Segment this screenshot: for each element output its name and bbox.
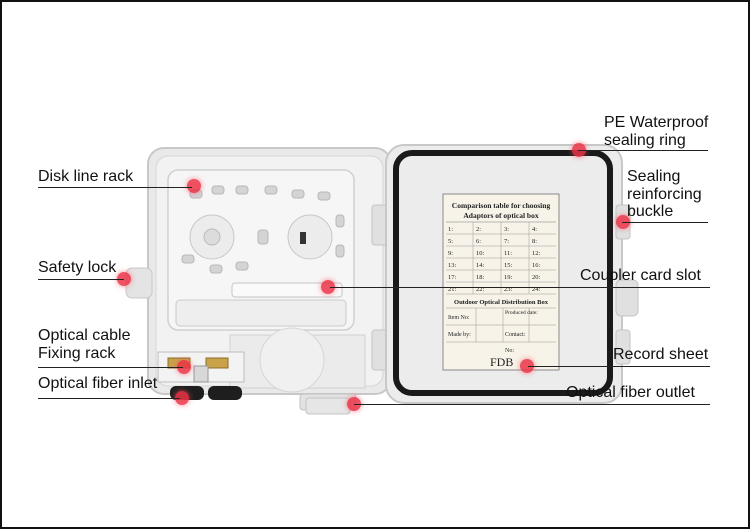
leader-pe-waterproof <box>578 150 708 151</box>
leader-sealing-buckle <box>622 222 708 223</box>
label-pe-waterproof-1: PE Waterproof <box>604 114 709 131</box>
sheet-grid-cell: 23: <box>504 286 513 293</box>
sheet-grid-cell: 15: <box>504 262 513 269</box>
sheet-grid-cell: 4: <box>532 226 537 233</box>
sheet-grid-cell: 13: <box>448 262 457 269</box>
sheet-grid-cell: 18: <box>476 274 485 281</box>
label-sealing-buckle-1: Sealing <box>627 168 681 185</box>
sheet-grid-cell: 9: <box>448 250 453 257</box>
leader-disk-line-rack <box>38 187 192 188</box>
sheet-contact: Contact: <box>505 332 526 338</box>
sheet-grid-cell: 12: <box>532 250 541 257</box>
leader-safety-lock <box>38 279 124 280</box>
marker-record-sheet <box>520 359 534 373</box>
sheet-grid-cell: 19: <box>504 274 513 281</box>
sheet-grid-cell: 8: <box>532 238 537 245</box>
sheet-grid-cell: 14: <box>476 262 485 269</box>
label-pe-waterproof-2: sealing ring <box>604 132 686 149</box>
label-coupler-card-slot: Coupler card slot <box>580 267 701 284</box>
marker-coupler-card-slot <box>321 280 335 294</box>
sheet-title-2: Adaptors of optical box <box>463 211 538 220</box>
marker-cable-fixing-rack <box>177 360 191 374</box>
sheet-grid-cell: 2: <box>476 226 481 233</box>
leader-record-sheet <box>528 366 710 367</box>
sheet-grid-cell: 22: <box>476 286 485 293</box>
splice-tray <box>167 169 355 331</box>
marker-disk-line-rack <box>187 179 201 193</box>
sheet-grid: 1: 2: 3: 4: 5: 6: 7: 8: 9: 10: 11: 12: 13: 14: 15: 16: 1… <box>448 226 541 293</box>
label-disk-line-rack: Disk line rack <box>38 168 134 185</box>
coupler-bar <box>231 282 343 298</box>
label-sealing-buckle-2: reinforcing <box>627 186 702 203</box>
leader-coupler-card-slot <box>330 287 710 288</box>
label-sealing-buckle-3: buckle <box>627 203 674 220</box>
label-fiber-inlet: Optical fiber inlet <box>38 375 158 392</box>
sheet-grid-cell: 7: <box>504 238 509 245</box>
label-record-sheet: Record sheet <box>613 346 709 363</box>
marker-fiber-inlet <box>175 391 189 405</box>
sheet-title-1: Comparison table for choosing <box>452 201 551 210</box>
sheet-grid-cell: 5: <box>448 238 453 245</box>
sheet-grid-cell: 24: <box>532 286 541 293</box>
marker-safety-lock <box>117 272 131 286</box>
sheet-made-by: Made by: <box>448 332 471 338</box>
leader-fiber-inlet <box>38 398 180 399</box>
leader-fiber-outlet <box>354 404 710 405</box>
sheet-produced-date: Produced date: <box>505 310 538 316</box>
label-fiber-outlet: Optical fiber outlet <box>566 384 695 401</box>
sheet-grid-cell: 21: <box>448 286 457 293</box>
sheet-grid-cell: 17: <box>448 274 457 281</box>
sheet-grid-cell: 16: <box>532 262 541 269</box>
label-cable-fixing-rack-2: Fixing rack <box>38 345 116 362</box>
sheet-grid-cell: 3: <box>504 226 509 233</box>
sheet-no: No: <box>505 348 514 354</box>
sheet-grid-cell: 6: <box>476 238 481 245</box>
sheet-grid-cell: 20: <box>532 274 541 281</box>
sheet-grid-cell: 11: <box>504 250 512 257</box>
sheet-grid-cell: 10: <box>476 250 485 257</box>
sheet-grid-cell: 1: <box>448 226 453 233</box>
record-sheet: Comparison table for choosing Adaptors o… <box>442 193 560 371</box>
sheet-item-no: Item No: <box>448 315 470 321</box>
label-cable-fixing-rack-1: Optical cable <box>38 327 131 344</box>
label-safety-lock: Safety lock <box>38 259 117 276</box>
leader-cable-fixing-rack <box>38 367 183 368</box>
sheet-box-title: Outdoor Optical Distribution Box <box>454 299 549 306</box>
sheet-brand: FDB <box>490 355 513 369</box>
